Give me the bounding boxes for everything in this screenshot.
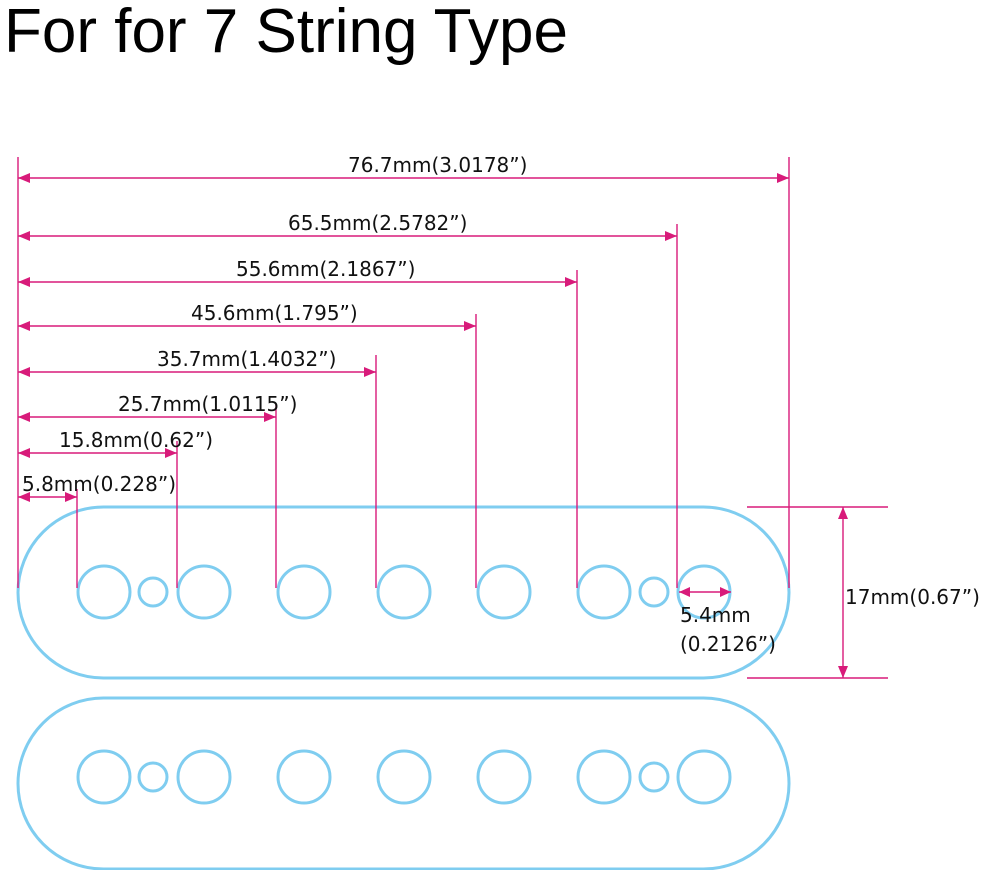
arrow-right-icon	[264, 412, 276, 422]
hole-diameter-inch: (0.2126”)	[680, 632, 776, 656]
screw-hole-top-8	[638, 576, 670, 608]
dimension-label: 15.8mm(0.62”)	[59, 428, 213, 452]
arrow-right-icon	[65, 492, 77, 502]
screw-hole-top-2	[137, 576, 169, 608]
arrow-right-icon	[364, 367, 376, 377]
dimension-7: 15.8mm(0.62”)	[18, 428, 213, 588]
pole-hole-top-3	[176, 564, 232, 620]
pole-hole-top-5	[376, 564, 432, 620]
horizontal-dimensions: 76.7mm(3.0178”) 65.5mm(2.5782”) 55.6mm(2.1…	[18, 153, 790, 588]
height-dimension: 17mm(0.67”)	[747, 506, 980, 679]
arrow-right-icon	[464, 321, 476, 331]
arrow-right-icon	[165, 448, 177, 458]
arrow-right-icon	[665, 231, 677, 241]
arrow-left-icon	[18, 367, 30, 377]
arrow-left-icon	[18, 321, 30, 331]
dimension-5: 35.7mm(1.4032”)	[18, 347, 377, 588]
pole-hole-top-6	[476, 564, 532, 620]
dimension-label: 5.8mm(0.228”)	[22, 472, 176, 496]
dimension-8: 5.8mm(0.228”)	[18, 472, 176, 588]
pole-hole-bottom-1	[76, 749, 132, 805]
dimension-2: 65.5mm(2.5782”)	[18, 211, 678, 588]
screw-hole-bottom-8	[638, 761, 670, 793]
dimension-3: 55.6mm(2.1867”)	[18, 257, 578, 588]
pole-hole-top-7	[576, 564, 632, 620]
height-label: 17mm(0.67”)	[845, 585, 980, 609]
dimension-1: 76.7mm(3.0178”)	[18, 153, 790, 588]
top-plate-holes	[76, 564, 732, 620]
pole-hole-top-1	[76, 564, 132, 620]
bottom-plate-holes	[76, 749, 732, 805]
screw-hole-bottom-2	[137, 761, 169, 793]
arrow-left-icon	[18, 412, 30, 422]
dimension-4: 45.6mm(1.795”)	[18, 301, 477, 588]
page-title: For for 7 String Type	[4, 0, 568, 66]
arrow-left-icon	[18, 448, 30, 458]
pole-hole-bottom-3	[176, 749, 232, 805]
arrow-left-icon	[18, 173, 30, 183]
hole-diameter-dimension: 5.4mm (0.2126”)	[679, 587, 776, 656]
dimension-label: 65.5mm(2.5782”)	[288, 211, 467, 235]
pole-hole-top-4	[276, 564, 332, 620]
pole-hole-bottom-7	[576, 749, 632, 805]
dimension-label: 76.7mm(3.0178”)	[348, 153, 527, 177]
dimension-6: 25.7mm(1.0115”)	[18, 392, 297, 588]
pole-hole-bottom-9	[676, 749, 732, 805]
hole-diameter-mm: 5.4mm	[680, 603, 751, 627]
arrow-right-icon	[777, 173, 789, 183]
dimension-label: 55.6mm(2.1867”)	[236, 257, 415, 281]
pole-hole-bottom-5	[376, 749, 432, 805]
dimension-label: 35.7mm(1.4032”)	[157, 347, 336, 371]
arrow-left-icon	[18, 231, 30, 241]
arrow-right-icon	[565, 277, 577, 287]
dimension-label: 45.6mm(1.795”)	[191, 301, 358, 325]
arrow-left-icon	[18, 277, 30, 287]
pole-hole-bottom-6	[476, 749, 532, 805]
pole-hole-bottom-4	[276, 749, 332, 805]
dimension-label: 25.7mm(1.0115”)	[118, 392, 297, 416]
arrow-left-icon	[18, 492, 30, 502]
